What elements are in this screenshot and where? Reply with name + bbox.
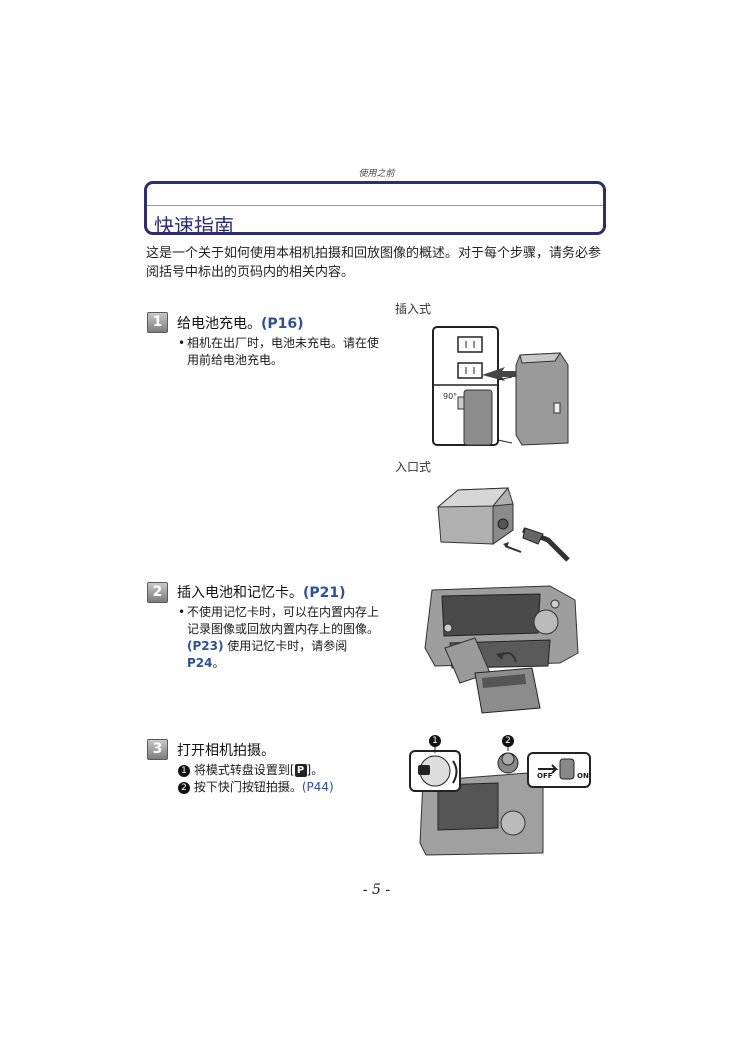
program-mode-icon: P xyxy=(294,764,307,777)
switch-on-label: ON xyxy=(577,772,589,780)
step-2-bullet-ref-p23[interactable]: (P23) xyxy=(187,639,224,653)
step-3-page-ref[interactable]: (P44) xyxy=(301,780,334,794)
step-1-bullet: • 相机在出厂时，电池未充电。请在使用前给电池充电。 xyxy=(178,335,388,369)
step-1-title-text: 给电池充电。 xyxy=(177,316,261,332)
step-2-number: 2 xyxy=(147,582,168,603)
page-number: - 5 - xyxy=(362,882,391,898)
step-2-bullet-ref-p24[interactable]: P24 xyxy=(187,656,213,670)
step-3-number: 3 xyxy=(147,739,168,760)
step-2-page-ref[interactable]: (P21) xyxy=(303,585,346,601)
step-2-bullet-part-b: 使用记忆卡时，请参阅 xyxy=(223,639,348,653)
plug-in-label: 插入式 xyxy=(395,302,432,316)
item-2-number: 2 xyxy=(178,781,190,794)
camera-mode-dial-illustration xyxy=(409,743,591,856)
step-2-bullet: • 不使用记忆卡时，可以在内置内存上记录图像或回放内置内存上的图像。(P23) … xyxy=(178,604,384,672)
plug-in-charger-illustration xyxy=(432,326,569,446)
step-3-item-1: 1 将模式转盘设置到[P]。 xyxy=(178,762,323,779)
step-2-title: 插入电池和记忆卡。(P21) xyxy=(177,582,346,602)
item-1-text: 将模式转盘设置到[ xyxy=(193,763,295,777)
inlet-label: 入口式 xyxy=(395,460,432,474)
item-2-text: 按下快门按钮拍摄。 xyxy=(193,780,302,794)
item-1-end: ]。 xyxy=(306,763,324,777)
bullet-dot: • xyxy=(178,605,186,619)
step-1-number: 1 xyxy=(147,312,168,333)
step-1-bullet-text: 相机在出厂时，电池未充电。请在使用前给电池充电。 xyxy=(187,336,380,367)
callout-2: 2 xyxy=(502,735,514,747)
inlet-charger-illustration xyxy=(436,487,570,562)
intro-paragraph: 这是一个关于如何使用本相机拍摄和回放图像的概述。对于每个步骤，请务必参阅括号中标… xyxy=(146,246,602,280)
step-3-item-2: 2 按下快门按钮拍摄。(P44) xyxy=(178,779,334,796)
page-title: 快速指南 xyxy=(154,214,234,238)
title-box: 快速指南 xyxy=(144,181,606,238)
running-head: 使用之前 xyxy=(358,169,395,179)
bullet-dot: • xyxy=(178,336,186,350)
step-1-page-ref[interactable]: (P16) xyxy=(261,316,304,332)
title-divider xyxy=(147,205,603,206)
step-1-title: 给电池充电。(P16) xyxy=(177,313,304,333)
callout-1: 1 xyxy=(429,735,441,747)
step-2-bullet-text: 不使用记忆卡时，可以在内置内存上记录图像或回放内置内存上的图像。 (P23) 使用… xyxy=(178,604,384,672)
step-3-title: 打开相机拍摄。 xyxy=(177,743,275,759)
item-1-number: 1 xyxy=(178,764,190,777)
step-2-bullet-part-c: 。 xyxy=(212,656,225,670)
step-2-bullet-part-a: 不使用记忆卡时，可以在内置内存上记录图像或回放内置内存上的图像。 xyxy=(187,605,380,636)
switch-off-label: OFF xyxy=(537,772,553,780)
angle-label: 90° xyxy=(443,392,458,401)
battery-card-illustration xyxy=(424,585,579,714)
step-2-title-text: 插入电池和记忆卡。 xyxy=(177,585,303,601)
